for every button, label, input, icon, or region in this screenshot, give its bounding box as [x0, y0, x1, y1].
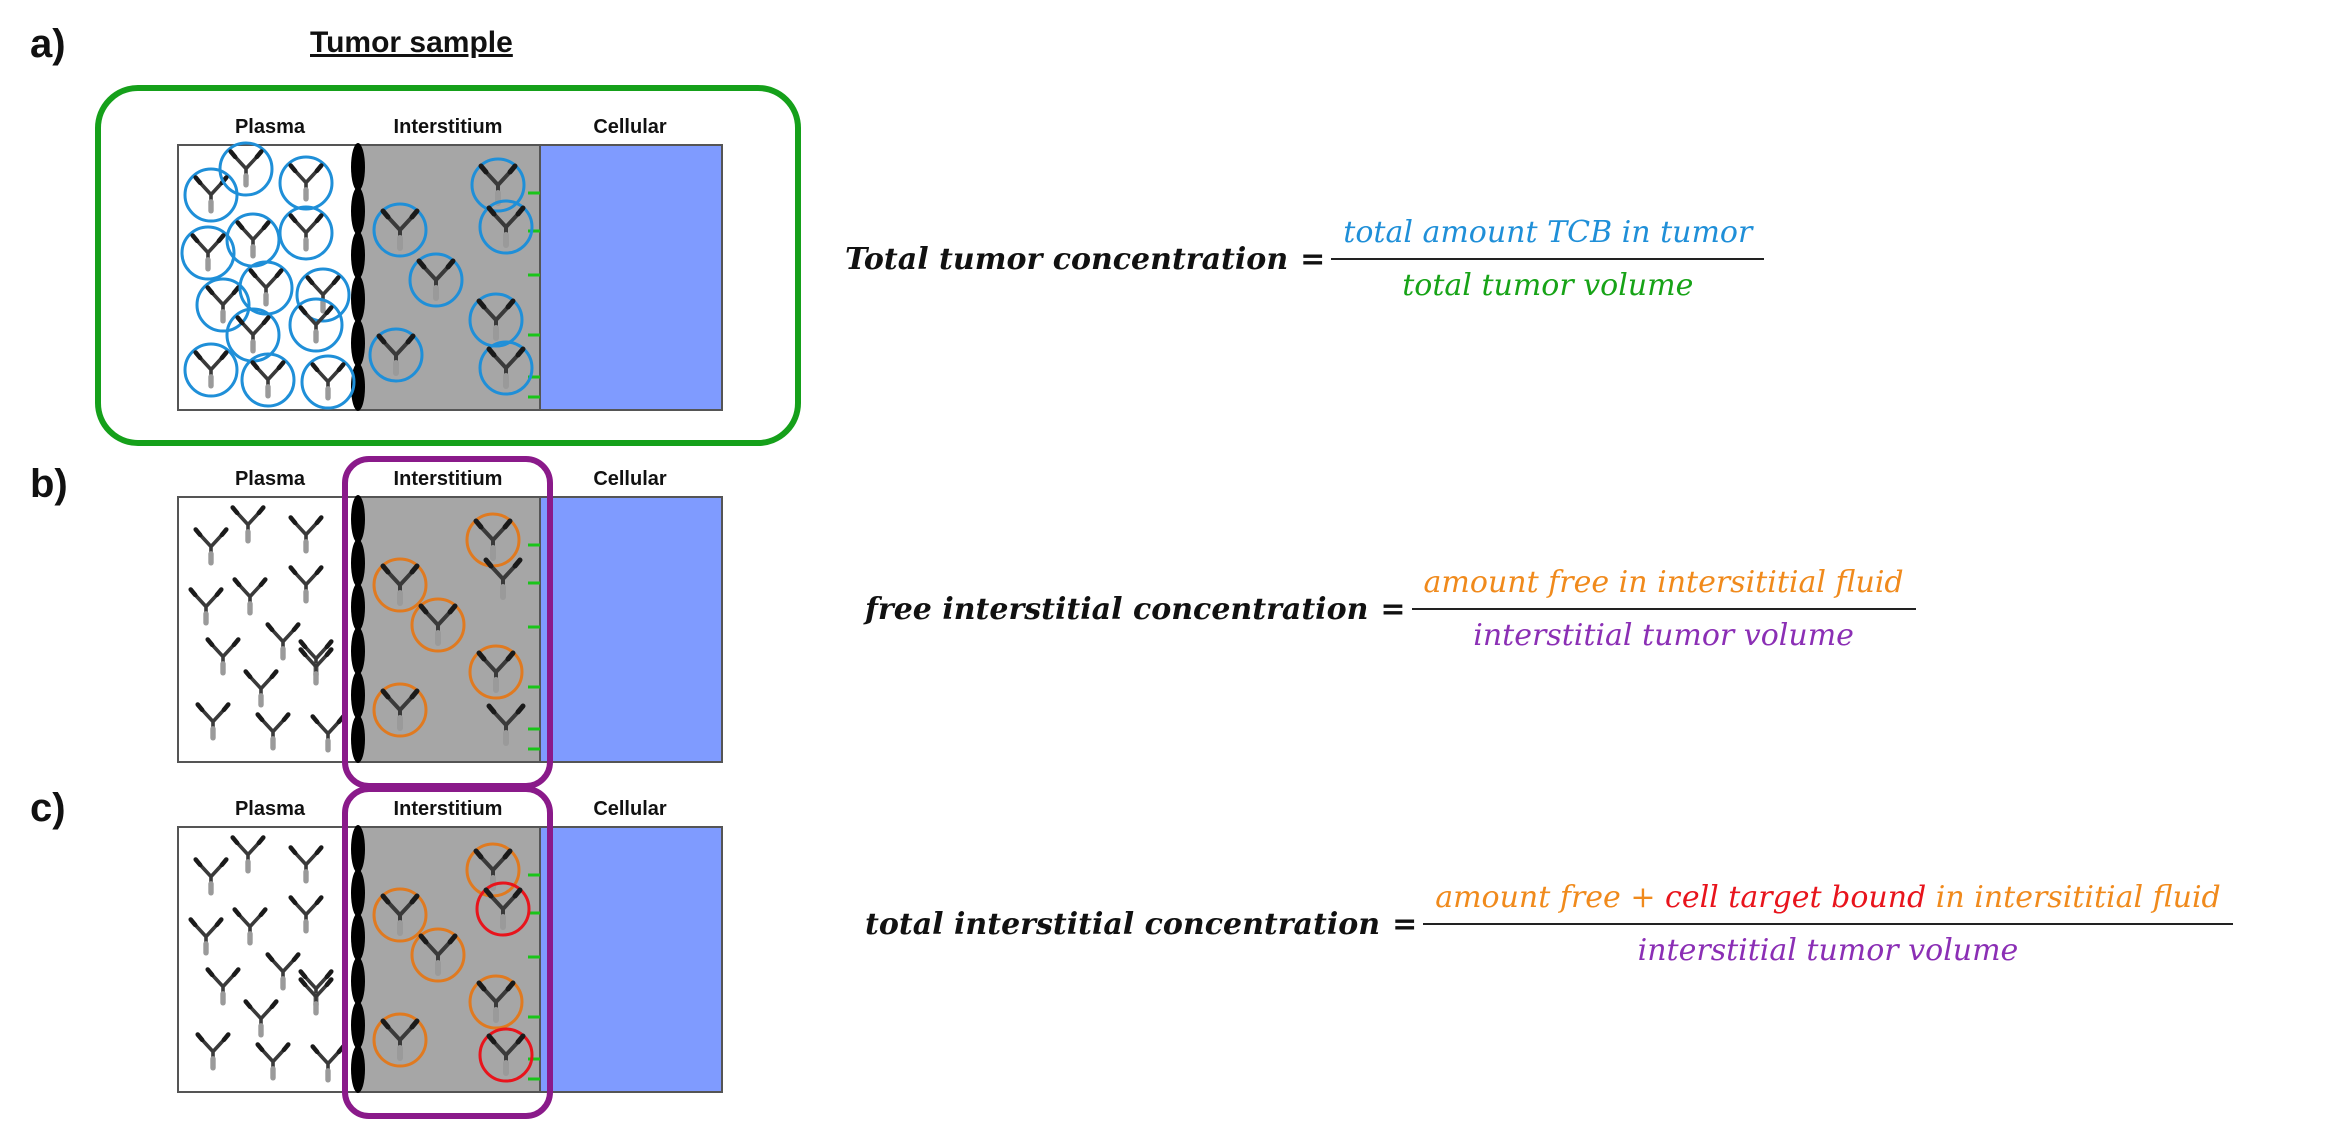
plasma-compartment: [177, 826, 359, 1093]
equation-term: interstitial tumor volume: [1637, 933, 2019, 968]
panel-b-diagram: [177, 456, 723, 789]
equation-b-denominator: interstitial tumor volume: [1411, 608, 1916, 653]
antibody-circle: [300, 354, 356, 410]
equation-term: amount free +: [1435, 880, 1666, 915]
equation-term: total tumor volume: [1402, 268, 1694, 303]
equation-a-numerator: total amount TCB in tumor: [1337, 215, 1758, 258]
equation-c-numerator: amount free + cell target bound in inter…: [1429, 880, 2227, 923]
panel-b-cellular-label: Cellular: [593, 468, 667, 490]
panel-c-plasma-label: Plasma: [234, 798, 306, 820]
endothelium-cell: [351, 187, 365, 235]
endothelium-cell: [351, 275, 365, 323]
panel-c-interstitium-label: Interstitium: [393, 798, 503, 820]
interstitium-compartment: [357, 144, 541, 411]
equation-a-fraction: total amount TCB in tumor total tumor vo…: [1331, 215, 1765, 303]
bound-antibody-circle: [478, 1027, 534, 1083]
equation-free-interstitial: free interstitial concentration = amount…: [865, 565, 1916, 653]
bound-antibody-circle: [478, 340, 534, 396]
free-antibody-circle: [372, 202, 428, 258]
free-antibody-circle: [372, 887, 428, 943]
interstitium-highlight-border: [342, 786, 553, 1119]
endothelium-cell: [351, 143, 365, 191]
equation-term: interstitial tumor volume: [1473, 618, 1854, 653]
free-antibody-circle: [372, 557, 428, 613]
equation-a-lhs: Total tumor concentration: [845, 241, 1289, 277]
equation-c-fraction: amount free + cell target bound in inter…: [1423, 880, 2233, 968]
cellular-compartment: [539, 826, 723, 1093]
equation-term: total amount TCB in tumor: [1343, 215, 1753, 250]
free-antibody-circle: [408, 252, 464, 308]
endothelium-cell: [351, 539, 365, 587]
endothelium-cell: [351, 715, 365, 763]
panel-a-plasma-label: Plasma: [234, 116, 306, 138]
free-antibody-circle: [468, 974, 524, 1030]
endothelium-cell: [351, 627, 365, 675]
equation-term: in intersititial fluid: [1926, 880, 2221, 915]
antibody-circle: [183, 342, 239, 398]
endothelium-cell: [351, 671, 365, 719]
equation-a-denominator: total tumor volume: [1331, 258, 1765, 303]
endothelium-cell: [351, 583, 365, 631]
free-antibody-circle: [372, 682, 428, 738]
panel-c-letter: c): [30, 786, 66, 830]
free-antibody-circle: [468, 292, 524, 348]
antibody-circle: [240, 352, 296, 408]
antibody-circle: [278, 155, 334, 211]
panel-a-diagram: [95, 85, 801, 446]
endothelium-cell: [351, 869, 365, 917]
free-antibody-circle: [468, 644, 524, 700]
panel-a-interstitium-label: Interstitium: [393, 116, 503, 138]
antibody-circle: [288, 297, 344, 353]
bound-antibody-circle: [478, 199, 534, 255]
panel-b-letter: b): [30, 462, 68, 506]
free-antibody-circle: [372, 1012, 428, 1068]
free-antibody-circle: [410, 927, 466, 983]
equation-b-equals: =: [1380, 591, 1406, 627]
equation-c-equals: =: [1392, 906, 1418, 942]
panel-b-plasma-label: Plasma: [234, 468, 306, 490]
cellular-compartment: [539, 144, 723, 411]
equation-c-denominator: interstitial tumor volume: [1423, 923, 2233, 968]
endothelium-cell: [351, 319, 365, 367]
panel-c-diagram: [177, 786, 723, 1119]
antibody-circle: [278, 205, 334, 261]
equation-term: cell target bound: [1665, 880, 1927, 915]
panel-b-interstitium-label: Interstitium: [393, 468, 503, 490]
cellular-compartment: [539, 496, 723, 763]
equation-term: amount free in intersititial fluid: [1423, 565, 1904, 600]
free-antibody-circle: [410, 597, 466, 653]
equation-b-lhs: free interstitial concentration: [865, 591, 1369, 627]
endothelium-cell: [351, 231, 365, 279]
antibody-circle: [180, 225, 236, 281]
interstitium-compartment: [357, 496, 541, 763]
antibody-circle: [218, 141, 274, 197]
plasma-compartment: [177, 496, 359, 763]
endothelium-cell: [351, 1045, 365, 1093]
interstitium-compartment: [357, 826, 541, 1093]
endothelium-cell: [351, 1001, 365, 1049]
antibody-circle: [195, 277, 251, 333]
antibody-circle: [183, 167, 239, 223]
tumor-sample-border: [95, 85, 801, 446]
equation-c-lhs: total interstitial concentration: [865, 906, 1381, 942]
endothelium-cell: [351, 913, 365, 961]
antibody-circle: [295, 267, 351, 323]
equation-a-equals: =: [1300, 241, 1326, 277]
free-antibody-circle: [470, 157, 526, 213]
equation-b-numerator: amount free in intersititial fluid: [1418, 565, 1910, 608]
panel-a-letter: a): [30, 22, 66, 66]
figure-title: Tumor sample: [310, 26, 513, 59]
free-antibody-circle: [368, 327, 424, 383]
panel-a-cellular-label: Cellular: [593, 116, 667, 138]
panel-c-cellular-label: Cellular: [593, 798, 667, 820]
equation-b-fraction: amount free in intersititial fluid inter…: [1411, 565, 1916, 653]
equation-total-tumor: Total tumor concentration = total amount…: [845, 215, 1765, 303]
bound-antibody-circle: [475, 881, 531, 937]
endothelium-cell: [351, 957, 365, 1005]
equation-total-interstitial: total interstitial concentration = amoun…: [865, 880, 2233, 968]
endothelium-cell: [351, 825, 365, 873]
endothelium-cell: [351, 495, 365, 543]
